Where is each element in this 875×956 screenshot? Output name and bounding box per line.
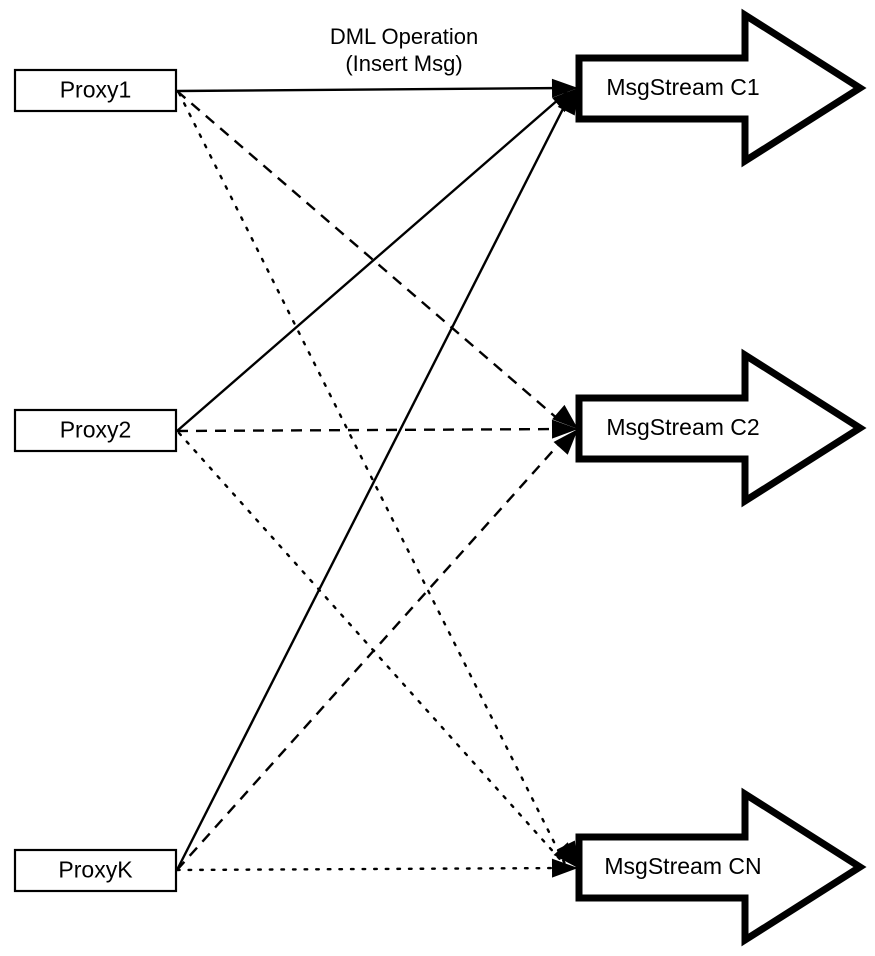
- msgstream-label-stream_cn: MsgStream CN: [604, 853, 761, 879]
- msgstream-label-stream_c1: MsgStream C1: [606, 74, 759, 100]
- arrowhead-head-cn-1: [553, 842, 578, 868]
- msgstream-stream_c2[interactable]: MsgStream C2: [575, 348, 867, 508]
- proxy-box-proxy2: [13, 408, 178, 453]
- streams-layer: MsgStream C1 MsgStream C2 MsgStream CN: [575, 8, 867, 947]
- connection-p1-c1: [176, 86, 569, 93]
- dml-operation-label: DML Operation (Insert Msg): [330, 24, 478, 76]
- connection-pk-c2: [176, 433, 569, 871]
- arrowhead-head-c1-2: [557, 88, 578, 116]
- arrowhead-head-c2-2: [553, 429, 578, 455]
- proxy-proxyK[interactable]: ProxyK: [13, 848, 178, 893]
- dml-operation-label-line2: (Insert Msg): [345, 51, 462, 76]
- proxy-label-proxy2: Proxy2: [60, 417, 132, 443]
- arrowhead-head-c1-0: [551, 78, 578, 98]
- msgstream-shape-stream_cn: [575, 787, 867, 947]
- connection-p2-cn: [177, 431, 568, 868]
- proxy-box-proxyK: [13, 848, 178, 893]
- proxy-proxy2[interactable]: Proxy2: [13, 408, 178, 453]
- arrowhead-head-cn-2: [551, 858, 578, 878]
- proxy-box-proxy1: [13, 68, 178, 113]
- msgstream-label-stream_c2: MsgStream C2: [606, 414, 759, 440]
- arrowhead-head-c2-1: [551, 419, 578, 439]
- proxy-proxy1[interactable]: Proxy1: [13, 68, 178, 113]
- connections-layer: [175, 86, 572, 872]
- connection-pk-cn: [175, 866, 570, 872]
- msgstream-stream_c1[interactable]: MsgStream C1: [575, 8, 867, 168]
- dml-operation-label-line1: DML Operation: [330, 24, 478, 49]
- msgstream-stream_cn[interactable]: MsgStream CN: [575, 787, 867, 947]
- msgstream-shape-stream_c1: [575, 8, 867, 168]
- connection-p2-c1: [176, 91, 568, 432]
- proxy-label-proxy1: Proxy1: [60, 77, 132, 103]
- connection-p2-c2: [176, 427, 569, 433]
- connection-p1-cn: [177, 91, 568, 868]
- msgstream-shape-stream_c2: [575, 348, 867, 508]
- connection-p1-c2: [176, 90, 567, 427]
- arrowhead-head-c2-0: [552, 404, 578, 429]
- proxy-label-proxyK: ProxyK: [58, 857, 133, 883]
- arrowheads-layer: [551, 78, 578, 878]
- connection-pk-c1: [175, 94, 572, 871]
